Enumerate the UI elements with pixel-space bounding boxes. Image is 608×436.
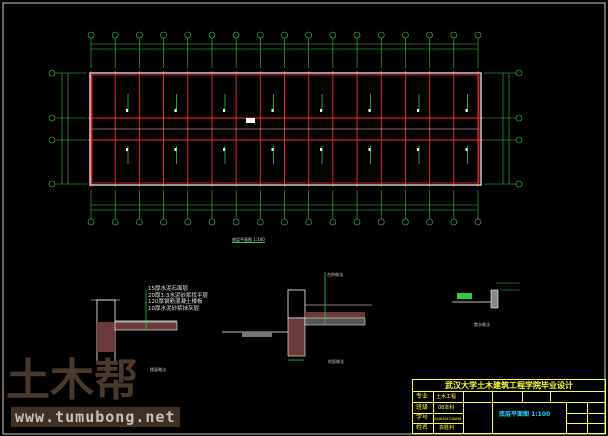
axis-bubble: [402, 218, 409, 226]
axis-bubble: [329, 31, 337, 39]
axis-bubble: [281, 31, 288, 39]
axis-bubble: [305, 31, 312, 39]
floor-detail-caption: 楼面做法: [150, 367, 166, 372]
axis-bubble: [87, 31, 95, 39]
axis-bubble: [232, 31, 240, 39]
axis-bubble: [515, 69, 523, 77]
axis-bubble: [48, 114, 56, 122]
row-label: 班级: [416, 404, 429, 411]
axis-bubble: [184, 31, 192, 39]
axis-bubble: [160, 31, 167, 39]
layer-label: 20厚1:3水泥砂浆找平层: [148, 292, 208, 299]
construction-details: [91, 272, 520, 365]
label-tag: [246, 118, 255, 123]
axis-bubble: [184, 218, 192, 226]
row-label: 学号: [416, 414, 429, 421]
axis-bubble: [232, 218, 240, 226]
axis-bubble: [353, 31, 361, 39]
layer-label: 15厚水泥石面层: [148, 286, 188, 292]
door-mark: [174, 148, 177, 151]
axis-bubble: [208, 31, 216, 39]
axis-bubble: [377, 31, 385, 39]
axis-bubble: [257, 218, 264, 226]
step-detail-caption: 散水做法: [474, 322, 490, 327]
row-value: 袁胜利: [439, 425, 455, 431]
door-mark: [320, 109, 322, 112]
door-mark: [465, 148, 468, 151]
axis-bubble: [515, 136, 523, 144]
axis-bubble: [515, 114, 523, 122]
title-block: 武汉大学土木建筑工程学院毕业设计 专业 土木工程 班级 08本科 学号 2008…: [412, 379, 606, 434]
axis-bubble: [136, 218, 143, 226]
axis-bubble: [450, 31, 458, 39]
row-value: 08本科: [438, 405, 455, 411]
axis-bubble: [450, 218, 458, 226]
axis-bubble: [48, 136, 56, 144]
axis-bubble: [426, 218, 433, 226]
floor-layers-note: 15厚水泥石面层 20厚1:3水泥砂浆找平层 120厚钢筋混凝土楼板 10厚水泥…: [148, 286, 208, 312]
axis-bubble: [160, 218, 167, 226]
ramp-detail-caption: 台阶做法: [327, 272, 343, 277]
floor-detail-section: [91, 290, 178, 365]
door-mark: [417, 148, 419, 151]
axis-bubble: [353, 218, 361, 226]
exterior-wall: [89, 72, 482, 186]
row-value: 土木工程: [436, 394, 457, 400]
floor-plan: [48, 31, 523, 226]
axis-bubble: [474, 218, 482, 226]
layer-label: 120厚钢筋混凝土楼板: [148, 299, 203, 305]
axis-bubble: [402, 31, 409, 39]
axis-bubble: [136, 31, 143, 39]
title-block-title: 武汉大学土木建筑工程学院毕业设计: [413, 380, 605, 392]
axis-bubble: [208, 218, 216, 226]
axis-bubble: [257, 31, 264, 39]
axis-bubble: [87, 218, 95, 226]
row-label: 专业: [416, 393, 429, 400]
watermark-url: www.tumubong.net: [11, 407, 180, 427]
door-mark: [271, 148, 274, 151]
drawing-name: 底层平面图 1:100: [499, 411, 551, 418]
plan-caption: 底层平面图 1:100: [232, 237, 265, 243]
door-mark: [174, 109, 177, 112]
axis-bubble: [329, 218, 337, 226]
axis-bubble: [426, 31, 433, 39]
axis-bubble: [111, 31, 119, 39]
row-label: 姓名: [416, 424, 429, 431]
door-mark: [368, 109, 371, 112]
door-mark: [368, 148, 371, 151]
ground-detail-caption: 地面做法: [328, 359, 344, 364]
door-mark: [126, 109, 128, 112]
door-mark: [465, 109, 468, 112]
axis-bubble: [111, 218, 119, 226]
axis-bubble: [377, 218, 385, 226]
door-mark: [223, 109, 225, 112]
axis-bubble: [48, 180, 56, 188]
axis-bubble: [515, 180, 523, 188]
axis-bubble: [474, 31, 482, 39]
step-detail-section: [452, 282, 520, 309]
axis-bubble: [281, 218, 288, 226]
ground-detail-section: [222, 272, 372, 361]
axis-bubble: [48, 69, 56, 77]
door-mark: [126, 148, 128, 151]
layer-label: 10厚水泥砂浆抹灰层: [148, 305, 199, 312]
door-mark: [320, 148, 322, 151]
axis-bubble: [305, 218, 312, 226]
door-mark: [417, 109, 419, 112]
door-mark: [223, 148, 225, 151]
door-mark: [271, 109, 274, 112]
watermark-logo: 土木帮: [6, 355, 138, 406]
row-value: 2008301530056: [434, 417, 462, 421]
